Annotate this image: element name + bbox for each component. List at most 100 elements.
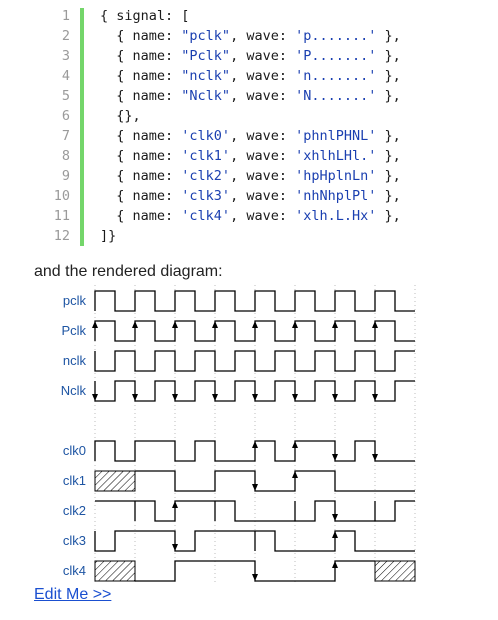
code-token: , wave: xyxy=(230,208,296,224)
code-string-token: 'N.......' xyxy=(295,88,377,104)
signal-wave xyxy=(94,320,415,342)
code-string-token: 'clk3' xyxy=(181,188,231,204)
code-string-token: 'n.......' xyxy=(295,68,377,84)
line-number: 4 xyxy=(61,68,70,84)
code-token: , wave: xyxy=(230,148,296,164)
code-token: , wave: xyxy=(230,188,296,204)
code-string-token: "pclk" xyxy=(181,28,231,44)
signal-wave xyxy=(135,470,415,492)
falling-edge-arrow xyxy=(372,454,378,461)
code-line: { name: 'clk2', wave: 'hpHplnLn' }, xyxy=(100,166,401,186)
code-token: }, xyxy=(376,128,401,144)
unknown-region xyxy=(374,560,416,582)
signal-label: nclk xyxy=(63,353,87,368)
code-string-token: 'P.......' xyxy=(295,48,377,64)
line-number: 2 xyxy=(61,28,70,44)
signal-label: pclk xyxy=(63,293,87,308)
code-line: { name: "pclk", wave: 'p.......' }, xyxy=(100,26,401,46)
falling-edge-arrow xyxy=(372,394,378,401)
code-line: { signal: [ xyxy=(100,6,189,26)
code-string-token: 'phnlPHNL' xyxy=(295,128,377,144)
line-number: 6 xyxy=(61,108,70,124)
line-number: 12 xyxy=(53,228,70,244)
line-number: 10 xyxy=(53,188,70,204)
falling-edge-arrow xyxy=(252,484,258,491)
code-line: { name: "nclk", wave: 'n.......' }, xyxy=(100,66,401,86)
code-string-token: "Pclk" xyxy=(181,48,231,64)
code-token: , wave: xyxy=(230,28,296,44)
code-string-token: 'clk2' xyxy=(181,168,231,184)
code-token: { name: xyxy=(100,208,182,224)
code-token: { name: xyxy=(100,168,182,184)
code-string-token: 'clk4' xyxy=(181,208,231,224)
code-token: , wave: xyxy=(230,168,296,184)
signal-label: clk4 xyxy=(63,563,86,578)
code-token: {}, xyxy=(100,108,141,124)
code-token: }, xyxy=(376,88,401,104)
rising-edge-arrow xyxy=(332,321,338,328)
rising-edge-arrow xyxy=(292,441,298,448)
code-token: }, xyxy=(376,208,401,224)
falling-edge-arrow xyxy=(292,394,298,401)
signal-label: Nclk xyxy=(61,383,87,398)
rising-edge-arrow xyxy=(132,321,138,328)
code-token: }, xyxy=(376,28,401,44)
code-string-token: "nclk" xyxy=(181,68,231,84)
code-token: }, xyxy=(376,168,401,184)
line-number: 9 xyxy=(61,168,70,184)
falling-edge-arrow xyxy=(92,394,98,401)
rising-edge-arrow xyxy=(252,321,258,328)
rising-edge-arrow xyxy=(332,531,338,538)
rising-edge-arrow xyxy=(252,441,258,448)
unknown-region xyxy=(94,470,136,492)
falling-edge-arrow xyxy=(332,514,338,521)
code-line: { name: 'clk0', wave: 'phnlPHNL' }, xyxy=(100,126,401,146)
rising-edge-arrow xyxy=(372,321,378,328)
rising-edge-arrow xyxy=(332,561,338,568)
rising-edge-arrow xyxy=(92,321,98,328)
line-number: 7 xyxy=(61,128,70,144)
code-line: { name: 'clk3', wave: 'nhNhplPl' }, xyxy=(100,186,401,206)
signal-wave xyxy=(94,350,415,372)
falling-edge-arrow xyxy=(132,394,138,401)
code-token: ]} xyxy=(100,228,117,244)
signal-label: clk0 xyxy=(63,443,86,458)
falling-edge-arrow xyxy=(212,394,218,401)
rising-edge-arrow xyxy=(292,321,298,328)
rising-edge-arrow xyxy=(172,501,178,508)
falling-edge-arrow xyxy=(332,394,338,401)
code-line: {}, xyxy=(100,106,141,126)
code-line: { name: "Nclk", wave: 'N.......' }, xyxy=(100,86,401,106)
code-string-token: 'hpHplnLn' xyxy=(295,168,377,184)
signal-label: clk3 xyxy=(63,533,86,548)
code-token: { name: xyxy=(100,188,182,204)
code-token: , wave: xyxy=(230,48,296,64)
code-token: { name: xyxy=(100,148,182,164)
falling-edge-arrow xyxy=(172,394,178,401)
code-token: { name: xyxy=(100,88,182,104)
code-string-token: 'xhlhLHl.' xyxy=(295,148,377,164)
code-token: }, xyxy=(376,48,401,64)
line-number: 8 xyxy=(61,148,70,164)
code-string-token: 'clk0' xyxy=(181,128,231,144)
code-token: , wave: xyxy=(230,128,296,144)
code-token: { name: xyxy=(100,128,182,144)
rising-edge-arrow xyxy=(212,321,218,328)
edit-me-link[interactable]: Edit Me >> xyxy=(34,586,112,603)
code-string-token: "Nclk" xyxy=(181,88,231,104)
code-line: { name: 'clk1', wave: 'xhlhLHl.' }, xyxy=(100,146,401,166)
code-line: { name: "Pclk", wave: 'P.......' }, xyxy=(100,46,401,66)
line-number: 3 xyxy=(61,48,70,64)
code-string-token: 'nhNhplPl' xyxy=(295,188,377,204)
signal-label: clk1 xyxy=(63,473,86,488)
code-token: { signal: [ xyxy=(100,8,190,24)
signal-wave xyxy=(94,290,415,312)
falling-edge-arrow xyxy=(252,574,258,581)
code-token: }, xyxy=(376,68,401,84)
signal-wave xyxy=(95,500,415,522)
unknown-region xyxy=(94,560,136,582)
code-token: }, xyxy=(376,188,401,204)
code-token: { name: xyxy=(100,28,182,44)
